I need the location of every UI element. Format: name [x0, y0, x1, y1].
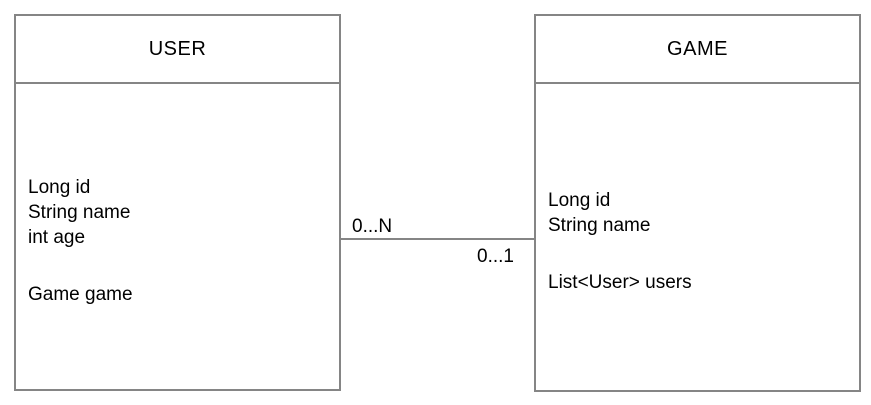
entity-game-attributes: Long id String name List<User> users	[536, 84, 859, 390]
attribute-line-game-users: List<User> users	[548, 271, 692, 293]
attribute-line-game-id: Long id	[548, 189, 611, 211]
source-multiplicity-label[interactable]: 0...N	[352, 216, 393, 237]
attribute-line-user-game: Game game	[28, 283, 133, 305]
entity-user[interactable]: USER Long id String name int age Game ga…	[14, 14, 341, 391]
attribute-line-blank	[28, 250, 327, 282]
attribute-line-blank	[548, 238, 847, 270]
attribute-line-user-id: Long id	[28, 176, 91, 198]
entity-user-attributes: Long id String name int age Game game	[16, 84, 339, 389]
entity-user-title: USER	[16, 16, 339, 84]
attribute-line-user-name: String name	[28, 201, 131, 223]
target-multiplicity-label[interactable]: 0...1	[477, 246, 514, 267]
attribute-line-user-age: int age	[28, 226, 86, 248]
entity-game-title: GAME	[536, 16, 859, 84]
attribute-line-game-name: String name	[548, 214, 651, 236]
entity-game[interactable]: GAME Long id String name List<User> user…	[534, 14, 861, 392]
relationship-line[interactable]	[341, 238, 534, 240]
